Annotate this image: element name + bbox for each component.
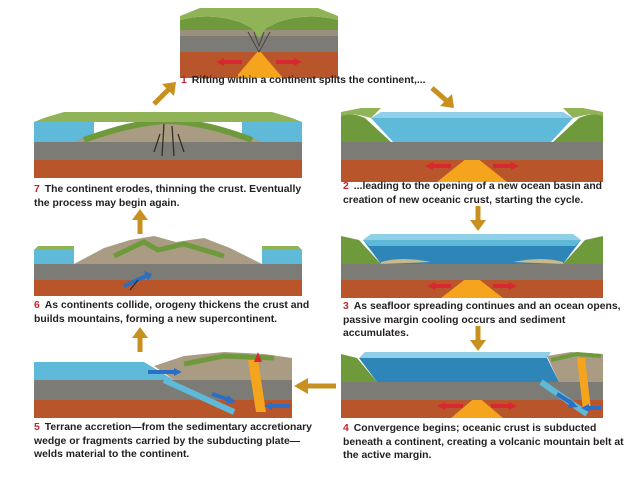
step-2-number: 2 [343,181,349,192]
step-2-caption: 2...leading to the opening of a new ocea… [343,180,628,207]
step-7-number: 7 [34,184,40,195]
cycle-arrow-1-to-2 [430,86,454,108]
diagram-panel-erosion [34,112,302,178]
step-6-text: As continents collide, orogeny thickens … [34,300,310,325]
cycle-arrow-5-to-6 [132,327,148,352]
step-1-number: 1 [181,75,187,86]
diagram-panel-convergence [341,350,603,418]
step-4-text: Convergence begins; oceanic crust is sub… [343,423,624,461]
diagram-panel-ocean-opening [341,108,603,182]
step-7-text: The continent erodes, thinning the crust… [34,184,302,209]
cycle-arrow-2-to-3 [470,206,486,231]
step-4-number: 4 [343,423,349,434]
step-3-number: 3 [343,301,349,312]
cycle-arrow-3-to-4 [470,326,486,351]
diagram-panel-collision [34,236,302,296]
diagram-panel-terrane-accretion [34,352,292,418]
step-2-text: ...leading to the opening of a new ocean… [343,181,603,206]
step-1-text: Rifting within a continent splits the co… [191,75,426,86]
cycle-arrow-7-to-1 [152,82,176,106]
diagram-panel-rifting [180,8,338,78]
step-6-number: 6 [34,300,40,311]
step-3-text: As seafloor spreading continues and an o… [343,301,621,339]
step-1-caption: 1 Rifting within a continent splits the c… [181,74,451,88]
step-5-text: Terrane accretion—from the sedimentary a… [34,422,312,460]
step-5-number: 5 [34,422,40,433]
diagram-panel-seafloor-spreading [341,232,603,298]
cycle-arrow-4-to-5 [294,378,336,394]
cycle-arrow-6-to-7 [132,209,148,234]
